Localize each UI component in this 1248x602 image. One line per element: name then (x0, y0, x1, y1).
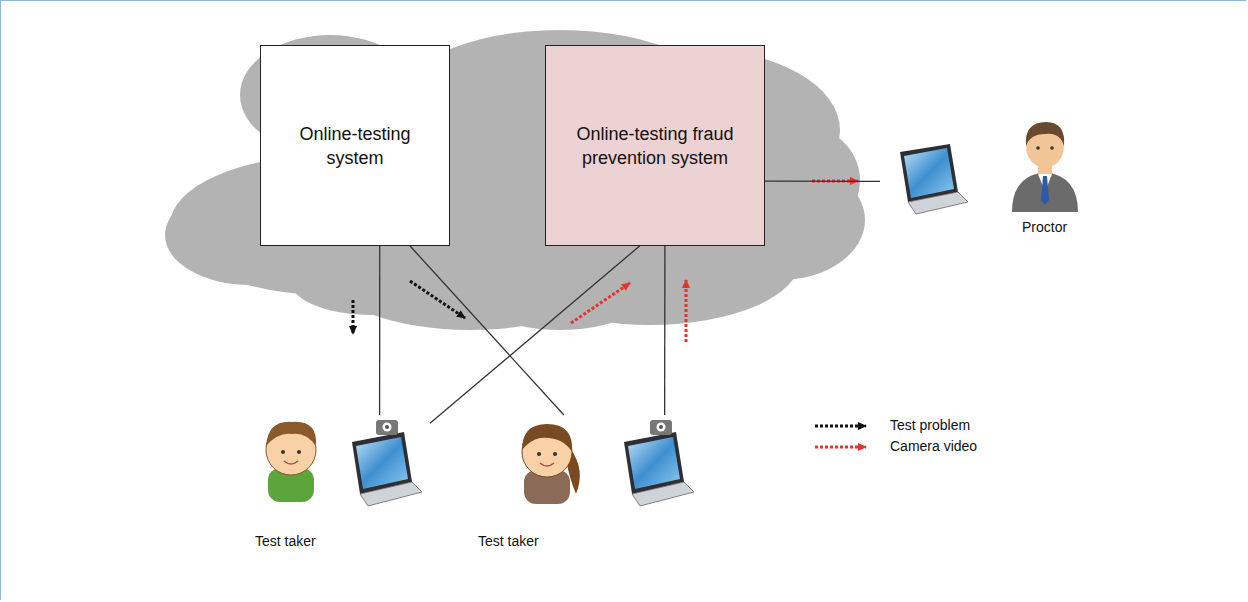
network-link (410, 246, 564, 415)
laptop-camera (352, 420, 422, 506)
proctor-laptop (900, 144, 968, 214)
system-box: Online-testing system (260, 45, 450, 246)
cloud (165, 30, 865, 330)
proctor-figure (1012, 122, 1078, 212)
network-link (379, 246, 380, 415)
system-label: Online-testing fraud prevention system (562, 122, 748, 170)
test-taker-figure (522, 424, 580, 504)
network-link (664, 246, 666, 415)
test-taker: Test taker (475, 415, 715, 555)
test-taker-figure (266, 422, 316, 502)
system-box: Online-testing fraud prevention system (545, 45, 765, 246)
role-label: Proctor (1022, 219, 1067, 235)
legend-label: Camera video (890, 438, 977, 454)
role-label: Test taker (255, 533, 316, 549)
legend-label: Test problem (890, 417, 970, 433)
network-link (430, 246, 640, 423)
system-label: Online-testing system (277, 122, 433, 170)
test-taker: Test taker (250, 415, 430, 555)
laptop-camera (624, 420, 694, 506)
role-label: Test taker (478, 533, 539, 549)
network-link (765, 180, 880, 182)
proctor: Proctor (880, 125, 1090, 240)
